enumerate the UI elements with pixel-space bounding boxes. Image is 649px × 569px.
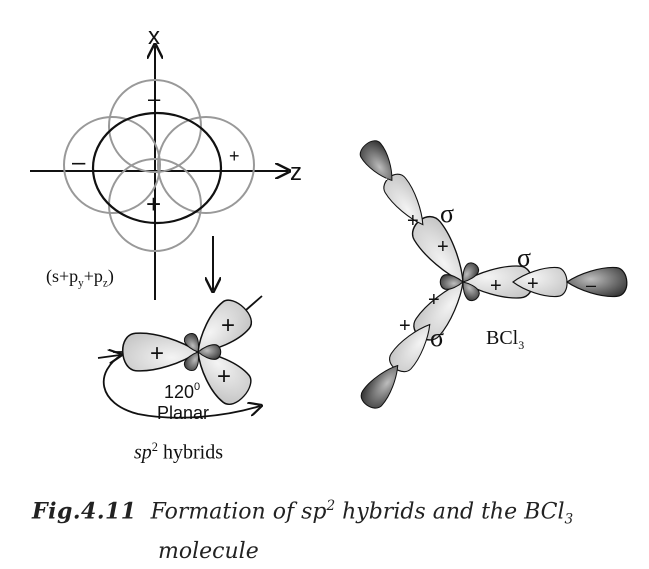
z-axis-label: z [290,159,302,186]
sigma-bond-label-upper: σ [440,199,454,228]
sp2-lobe-sign-lower: + [217,363,231,390]
bcl3-lobe-sign-plus-2: + [437,236,449,258]
sp2-hybrids-label: sp2 hybrids [134,440,223,464]
bcl3-lobe-sign-plus-1: + [407,210,419,232]
p-orbital-lobe-top [108,79,202,173]
p-orbital-lobe-right [157,116,255,214]
lobe-sign-minus-left: – [72,149,86,176]
bcl3-lobe-sign-minus-top: – [375,165,388,190]
sp2-geometry-label: Planar [157,403,209,423]
sp2-angle-arc-start [97,355,120,358]
lobe-sign-plus-right: + [229,146,240,166]
bcl3-lobe-sign-plus-4: + [527,273,539,295]
lobe-sign-plus-bottom: + [146,189,161,219]
sigma-bond-label-right: σ [517,243,531,272]
orbital-overlap-figure [30,46,288,300]
sp2-lobe-sign-left: + [150,340,164,367]
sigma-bond-label-lower: σ [430,323,444,352]
bcl3-lobe-cl-right-back [566,266,628,298]
x-axis-label: x [148,23,160,50]
sp2-angle-value: 1200 [164,381,200,402]
bcl3-lobe-sign-minus-bottom: – [357,352,369,374]
sp2-lobe-sign-upper: + [221,312,235,339]
lobe-sign-minus-top: – [148,86,161,111]
bcl3-lobe-sign-plus-3: + [490,275,502,297]
bcl3-lobe-sign-plus-6: + [399,315,411,337]
p-orbital-lobe-left [63,116,161,214]
s-orbital-circle [91,111,223,225]
figure-caption: Fig.4.11 Formation of sp2 hybrids and th… [32,498,574,564]
bcl3-lobe-sign-plus-5: + [428,289,440,311]
bcl3-molecule-label: BCl3 [486,327,524,352]
sp2-angle-arc [102,353,260,419]
orbital-combination-label: (s+py+pz) [46,266,114,290]
figure-number: Fig.4.11 [32,498,137,525]
bcl3-lobe-sign-minus-right: – [586,275,596,295]
sp2-hybrids-figure [97,293,262,419]
